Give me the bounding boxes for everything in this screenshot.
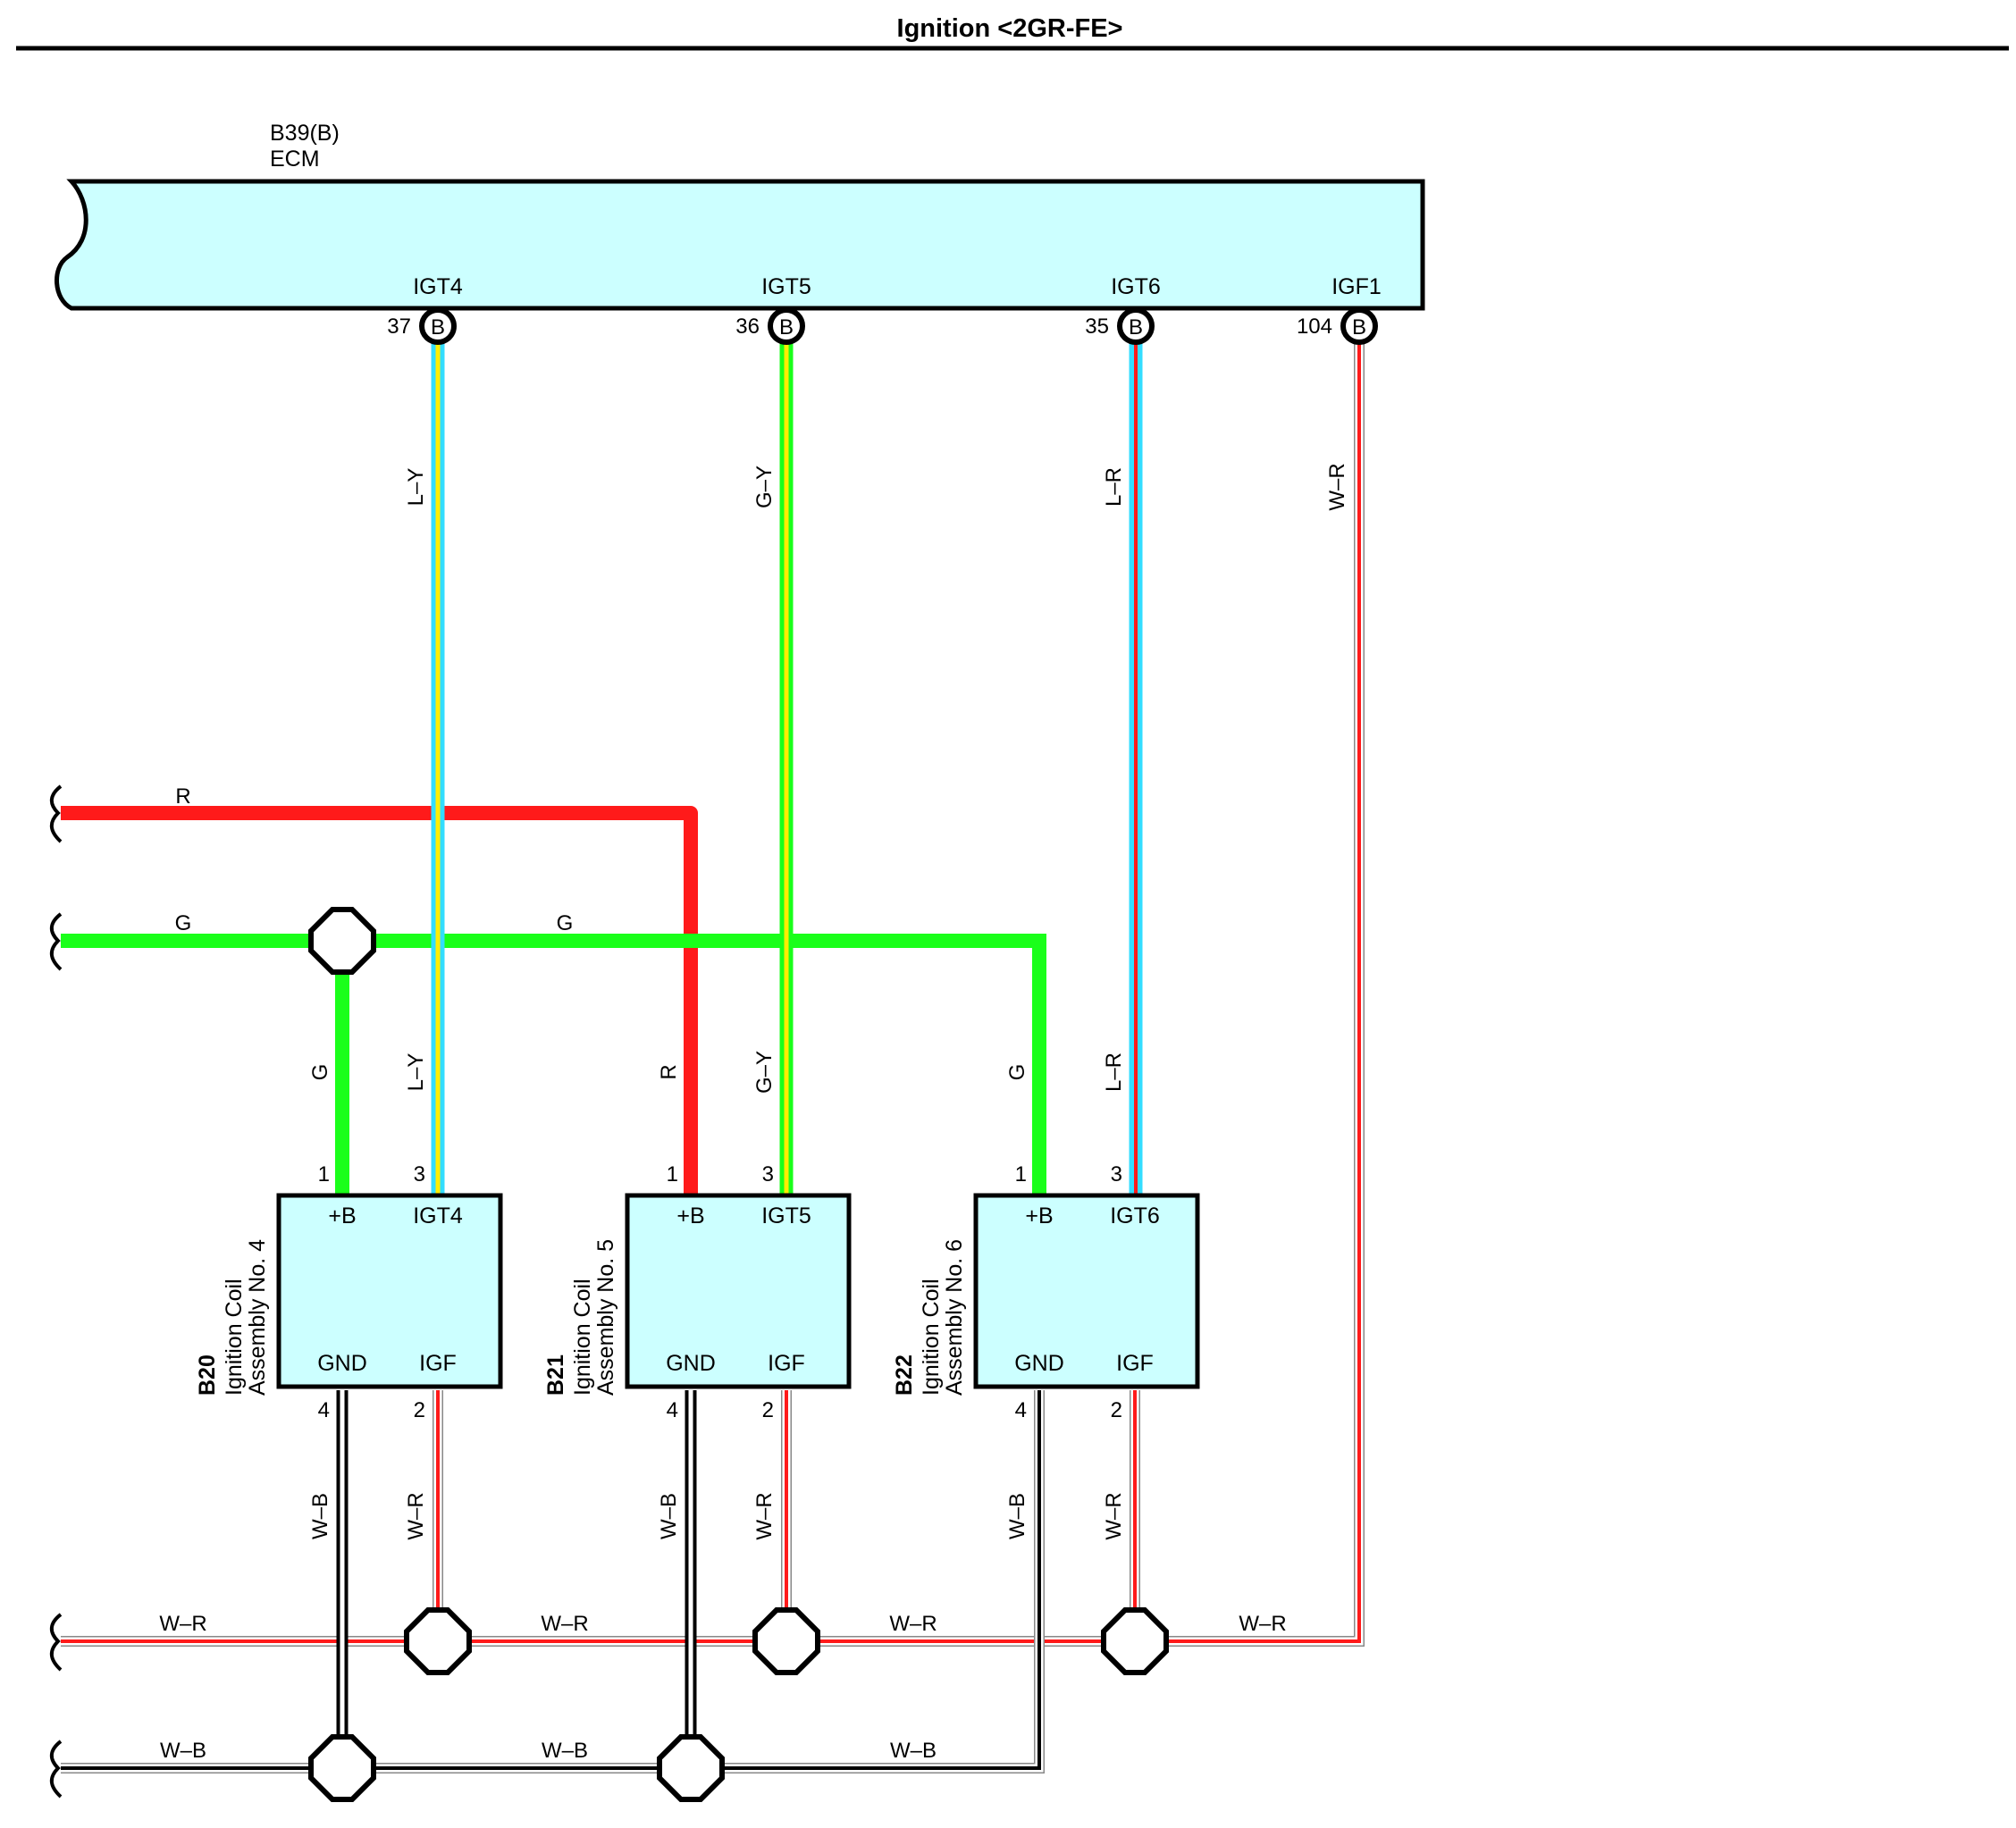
ecm-pin-104: B 104	[1297, 307, 1378, 345]
label-ecm-igt5: G–Y	[752, 465, 777, 508]
coil5-term-gnd: GND	[666, 1351, 716, 1376]
coil6-pin-2: 2	[1111, 1398, 1122, 1422]
label-bus-wb-2: W–B	[542, 1739, 588, 1763]
svg-text:104: 104	[1297, 314, 1332, 339]
wire-bus-r	[61, 806, 698, 1195]
coil-box-4	[276, 1193, 503, 1389]
wire-igf1	[1135, 340, 1365, 1647]
label-coil5-b: R	[657, 1064, 681, 1079]
coil5-pin-4: 4	[667, 1398, 678, 1422]
label-ecm-igt6: L–R	[1102, 467, 1126, 507]
ecm-name: ECM	[270, 147, 320, 172]
svg-text:35: 35	[1085, 314, 1109, 339]
coil6-pin-1: 1	[1015, 1162, 1027, 1187]
coil4-name-2: Assembly No. 4	[245, 1239, 270, 1396]
label-coil6-igf: W–R	[1102, 1492, 1126, 1539]
coil-box-6	[973, 1193, 1200, 1389]
label-coil4-gnd: W–B	[308, 1493, 332, 1539]
label-ecm-igf1: W–R	[1325, 463, 1349, 510]
label-bus-wr-4: W–R	[1239, 1612, 1286, 1636]
coil4-term-b: +B	[328, 1203, 356, 1228]
coil4-name-1: Ignition Coil	[222, 1279, 247, 1396]
wire-cut-marks	[49, 784, 63, 1799]
coil5-term-igf: IGF	[768, 1351, 805, 1376]
svg-text:36: 36	[735, 314, 760, 339]
coil4-pin-3: 3	[414, 1162, 425, 1187]
label-bus-g-mid: G	[557, 911, 574, 935]
label-bus-wb-3: W–B	[890, 1739, 937, 1763]
coil6-term-b: +B	[1025, 1203, 1053, 1228]
coil6-code: B22	[892, 1354, 917, 1396]
label-bus-wr-3: W–R	[889, 1612, 937, 1636]
coil4-term-igt: IGT4	[413, 1203, 463, 1228]
coil6-term-igf: IGF	[1116, 1351, 1154, 1376]
svg-text:37: 37	[387, 314, 411, 339]
wire-coil-igf	[433, 1390, 1140, 1641]
junction-g	[308, 907, 376, 975]
coil5-name-2: Assembly No. 5	[593, 1239, 618, 1396]
svg-text:B: B	[1129, 315, 1143, 340]
coil6-pin-4: 4	[1015, 1398, 1027, 1422]
ecm-pin-36: B 36	[735, 307, 805, 345]
coil5-code: B21	[543, 1354, 568, 1396]
coil4-pin-2: 2	[414, 1398, 425, 1422]
coil6-name-1: Ignition Coil	[919, 1279, 944, 1396]
junction-wr-2	[752, 1607, 820, 1675]
wire-coil-gnd	[336, 1390, 697, 1768]
label-bus-wr-1: W–R	[159, 1612, 206, 1636]
label-coil6-igt: L–R	[1102, 1052, 1126, 1092]
label-coil5-igt: G–Y	[752, 1051, 777, 1094]
ecm-box	[55, 179, 1425, 311]
label-coil5-gnd: W–B	[657, 1493, 681, 1539]
wire-bus-g	[61, 934, 1046, 1195]
label-coil4-igf: W–R	[404, 1492, 428, 1539]
ecm-pin-35: B 35	[1085, 307, 1155, 345]
coil6-pin-3: 3	[1111, 1162, 1122, 1187]
coil-box-5	[625, 1193, 852, 1389]
coil4-term-igf: IGF	[419, 1351, 457, 1376]
wire-bus-wb	[61, 1390, 1045, 1773]
label-bus-r: R	[175, 784, 190, 809]
label-coil5-igf: W–R	[752, 1492, 777, 1539]
page-title: Ignition <2GR-FE>	[897, 14, 1123, 43]
coil6-term-gnd: GND	[1014, 1351, 1064, 1376]
coil5-pin-3: 3	[762, 1162, 774, 1187]
coil5-name-1: Ignition Coil	[570, 1279, 595, 1396]
svg-text:B: B	[1352, 315, 1366, 340]
coil5-term-igt: IGT5	[761, 1203, 811, 1228]
label-bus-wb-1: W–B	[160, 1739, 206, 1763]
label-coil6-b: G	[1005, 1064, 1029, 1081]
coil5-pin-2: 2	[762, 1398, 774, 1422]
label-bus-wr-2: W–R	[541, 1612, 588, 1636]
coil4-pin-1: 1	[318, 1162, 330, 1187]
junction-wr-3	[1101, 1607, 1169, 1675]
svg-text:B: B	[431, 315, 445, 340]
svg-text:B: B	[779, 315, 794, 340]
label-bus-g-left: G	[175, 911, 192, 935]
label-ecm-igt4: L–Y	[404, 468, 428, 507]
label-coil4-b: G	[308, 1064, 332, 1081]
coil6-term-igt: IGT6	[1110, 1203, 1160, 1228]
coil4-term-gnd: GND	[317, 1351, 367, 1376]
ecm-code: B39(B)	[270, 121, 340, 146]
coil6-name-2: Assembly No. 6	[942, 1239, 967, 1396]
ecm-terminal-igt4: IGT4	[413, 274, 463, 299]
coil5-term-b: +B	[676, 1203, 704, 1228]
coil5-pin-1: 1	[667, 1162, 678, 1187]
label-coil4-igt: L–Y	[404, 1053, 428, 1092]
ecm-terminal-igf1: IGF1	[1331, 274, 1382, 299]
ecm-terminal-igt5: IGT5	[761, 274, 811, 299]
junction-wb-2	[657, 1734, 725, 1802]
coil4-pin-4: 4	[318, 1398, 330, 1422]
label-coil6-gnd: W–B	[1005, 1493, 1029, 1539]
junction-wb-1	[308, 1734, 376, 1802]
junction-wr-1	[404, 1607, 472, 1675]
ecm-terminal-igt6: IGT6	[1111, 274, 1161, 299]
coil4-code: B20	[195, 1354, 220, 1396]
ecm-pin-37: B 37	[387, 307, 457, 345]
